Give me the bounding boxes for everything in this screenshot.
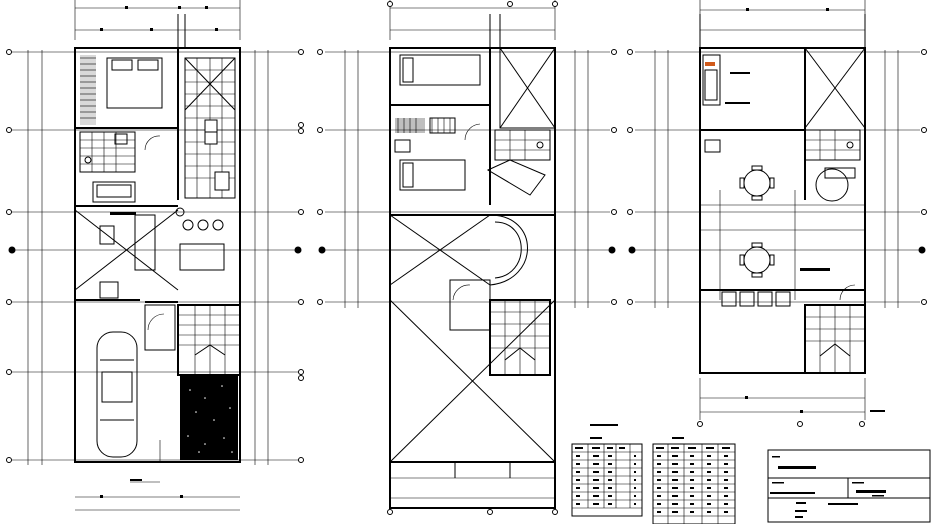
round-table-icon (743, 169, 771, 197)
round-table-icon (743, 246, 771, 274)
bed-icon (399, 54, 481, 86)
washer-icon (204, 119, 218, 133)
stove-icon (214, 171, 230, 191)
toilet-icon (84, 156, 92, 164)
sofa-icon (92, 181, 136, 203)
bed-icon (399, 159, 466, 191)
ground-floor-plan (6, 0, 304, 511)
car-icon (96, 331, 138, 458)
dining-table-icon (179, 243, 225, 271)
double-bed-icon (106, 57, 163, 109)
roof-floor-plan (627, 0, 927, 427)
title-block (767, 449, 931, 523)
sink-icon (114, 133, 128, 145)
window-schedule-table (652, 437, 736, 524)
upper-floor-plan (317, 0, 617, 515)
door-schedule-table (571, 424, 643, 517)
garden-area (180, 376, 238, 460)
